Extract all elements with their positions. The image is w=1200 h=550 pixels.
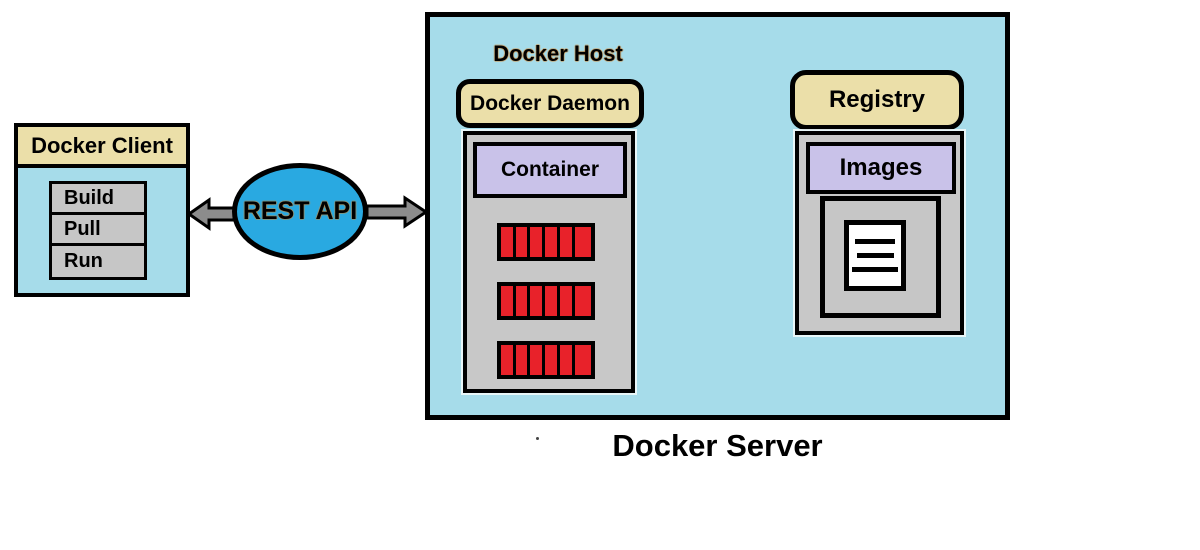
container-stripe (530, 227, 543, 257)
container-stripe (545, 286, 557, 316)
docker-daemon-pill: Docker Daemon (456, 79, 644, 128)
container-stripe (530, 286, 543, 316)
docker-server-label: Docker Server (612, 428, 823, 463)
container-stripe (574, 286, 591, 316)
document-line (852, 267, 898, 272)
container-stripe (515, 286, 528, 316)
container-stripe (530, 345, 543, 375)
container-stripe (574, 345, 591, 375)
run-command: Run (52, 246, 144, 277)
container-stripe-row (497, 223, 595, 261)
images-label: Images (806, 142, 956, 194)
container-stripe (559, 345, 572, 375)
container-stripe (515, 345, 528, 375)
registry-label: Registry (828, 86, 926, 113)
container-stripes (497, 223, 595, 379)
container-stripe-row (497, 282, 595, 320)
docker-host-label: Docker Host (493, 41, 623, 66)
container-stripe (545, 227, 557, 257)
registry-pill: Registry (790, 70, 964, 130)
docker-client-title: Docker Client (18, 127, 186, 168)
daemon-body: Container (463, 131, 635, 393)
build-command: Build (52, 184, 144, 215)
container-stripe-row (497, 341, 595, 379)
docker-server-box: Docker Host Docker Daemon Container Regi… (425, 12, 1010, 420)
container-stripe (515, 227, 528, 257)
left-arrow-icon (186, 197, 236, 231)
right-arrow-icon (365, 195, 429, 229)
container-stripe (574, 227, 591, 257)
container-stripe (501, 286, 513, 316)
registry-body: Images (795, 131, 964, 335)
container-stripe (545, 345, 557, 375)
container-stripe (559, 286, 572, 316)
container-stripe (559, 227, 572, 257)
container-label: Container (473, 142, 627, 198)
docker-daemon-label: Docker Daemon (470, 91, 630, 115)
images-inner-box (820, 196, 941, 318)
container-stripe (501, 345, 513, 375)
image-document-icon (844, 220, 906, 291)
stray-dot (536, 437, 539, 440)
rest-api-node: REST API (232, 163, 368, 260)
pull-command: Pull (52, 215, 144, 246)
docker-client-command-list: Build Pull Run (49, 181, 147, 280)
rest-api-label: REST API (242, 197, 358, 225)
container-stripe (501, 227, 513, 257)
docker-client-box: Docker Client Build Pull Run (14, 123, 190, 297)
document-line (856, 253, 894, 258)
document-line (855, 239, 895, 244)
